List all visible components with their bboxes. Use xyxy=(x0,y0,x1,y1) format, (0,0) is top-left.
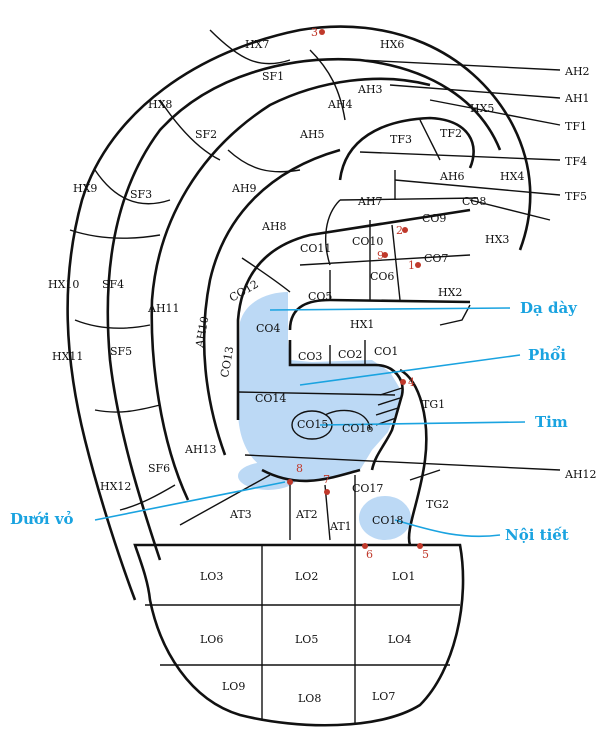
zone-CO3: CO3 xyxy=(298,350,322,363)
callout-heart: Tim xyxy=(535,413,568,431)
zone-HX4: HX4 xyxy=(500,170,524,183)
point-2: 2 xyxy=(396,224,403,237)
point-6: 6 xyxy=(366,548,373,561)
zone-CO9: CO9 xyxy=(422,212,446,225)
zone-TF1: TF1 xyxy=(565,120,587,133)
point-marker-4 xyxy=(400,379,406,385)
point-8: 8 xyxy=(296,462,303,475)
zone-AH12: AH12 xyxy=(564,468,597,481)
zone-AH2: AH2 xyxy=(564,65,590,78)
zone-CO10: CO10 xyxy=(352,235,383,248)
zone-SF4: SF4 xyxy=(102,278,124,291)
point-marker-7 xyxy=(324,489,330,495)
zone-HX5: HX5 xyxy=(470,102,494,115)
zone-SF3: SF3 xyxy=(130,188,152,201)
zone-LO2: LO2 xyxy=(295,570,318,583)
zone-HX8: HX8 xyxy=(148,98,172,111)
zone-TG2: TG2 xyxy=(426,498,449,511)
zone-LO5: LO5 xyxy=(295,633,318,646)
callout-endocrine: Nội tiết xyxy=(505,526,569,544)
zone-LO7: LO7 xyxy=(372,690,395,703)
callout-subcortex: Dưới vỏ xyxy=(10,510,74,528)
point-5: 5 xyxy=(422,548,429,561)
zone-AT3: AT3 xyxy=(229,508,252,521)
point-3: 3 xyxy=(311,26,318,39)
zone-HX10: HX10 xyxy=(48,278,79,291)
zone-CO16: CO16 xyxy=(342,422,373,435)
zone-AH13: AH13 xyxy=(184,443,217,456)
callout-stomach: Dạ dày xyxy=(520,299,578,317)
zone-TF5: TF5 xyxy=(565,190,587,203)
zone-CO5: CO5 xyxy=(308,290,332,303)
zone-TF2: TF2 xyxy=(440,127,462,140)
zone-LO1: LO1 xyxy=(392,570,415,583)
point-4: 4 xyxy=(408,376,415,389)
zone-AH11: AH11 xyxy=(147,302,180,315)
zone-CO4: CO4 xyxy=(256,322,280,335)
zone-HX9: HX9 xyxy=(73,182,97,195)
point-marker-1 xyxy=(415,262,421,268)
zone-AH3: AH3 xyxy=(357,83,383,96)
zone-SF2: SF2 xyxy=(195,128,217,141)
zone-AT2: AT2 xyxy=(295,508,318,521)
zone-CO1: CO1 xyxy=(374,345,398,358)
zone-HX3: HX3 xyxy=(485,233,509,246)
zone-TF4: TF4 xyxy=(565,155,587,168)
zone-AT1: AT1 xyxy=(329,520,352,533)
zone-AH7: AH7 xyxy=(357,195,383,208)
zone-CO18: CO18 xyxy=(372,514,403,527)
zone-LO4: LO4 xyxy=(388,633,411,646)
zone-CO14: CO14 xyxy=(255,392,286,405)
zone-HX11: HX11 xyxy=(52,350,83,363)
zone-AH10: AH10 xyxy=(193,315,211,349)
zone-AH5: AH5 xyxy=(299,128,325,141)
zone-CO15: CO15 xyxy=(297,418,328,431)
zone-AH1: AH1 xyxy=(564,92,590,105)
point-7: 7 xyxy=(323,473,330,486)
zone-CO11: CO11 xyxy=(300,242,331,255)
zone-CO6: CO6 xyxy=(370,270,394,283)
zone-HX6: HX6 xyxy=(380,38,404,51)
point-9: 9 xyxy=(377,249,384,262)
zone-CO13: CO13 xyxy=(218,345,236,378)
zone-HX2: HX2 xyxy=(438,286,462,299)
zone-AH6: AH6 xyxy=(439,170,465,183)
zone-SF6: SF6 xyxy=(148,462,170,475)
zone-TG1: TG1 xyxy=(422,398,445,411)
crus-helix xyxy=(290,300,470,330)
zone-HX7: HX7 xyxy=(245,38,269,51)
point-1: 1 xyxy=(408,259,415,272)
point-marker-3 xyxy=(319,29,325,35)
zone-TF3: TF3 xyxy=(390,133,412,146)
zone-AH9: AH9 xyxy=(231,182,257,195)
zone-CO12: CO12 xyxy=(227,278,261,305)
zone-HX12: HX12 xyxy=(100,480,131,493)
zone-LO3: LO3 xyxy=(200,570,223,583)
zone-SF1: SF1 xyxy=(262,70,284,83)
point-marker-8 xyxy=(287,479,293,485)
zone-AH8: AH8 xyxy=(261,220,287,233)
zone-LO9: LO9 xyxy=(222,680,245,693)
zone-LO6: LO6 xyxy=(200,633,223,646)
zone-CO7: CO7 xyxy=(424,252,448,265)
zone-CO17: CO17 xyxy=(352,482,383,495)
zone-HX1: HX1 xyxy=(350,318,374,331)
zone-CO2: CO2 xyxy=(338,348,362,361)
zone-CO8: CO8 xyxy=(462,195,486,208)
zone-SF5: SF5 xyxy=(110,345,132,358)
zone-AH4: AH4 xyxy=(327,98,353,111)
callout-lung: Phổi xyxy=(528,346,566,364)
zone-LO8: LO8 xyxy=(298,692,321,705)
